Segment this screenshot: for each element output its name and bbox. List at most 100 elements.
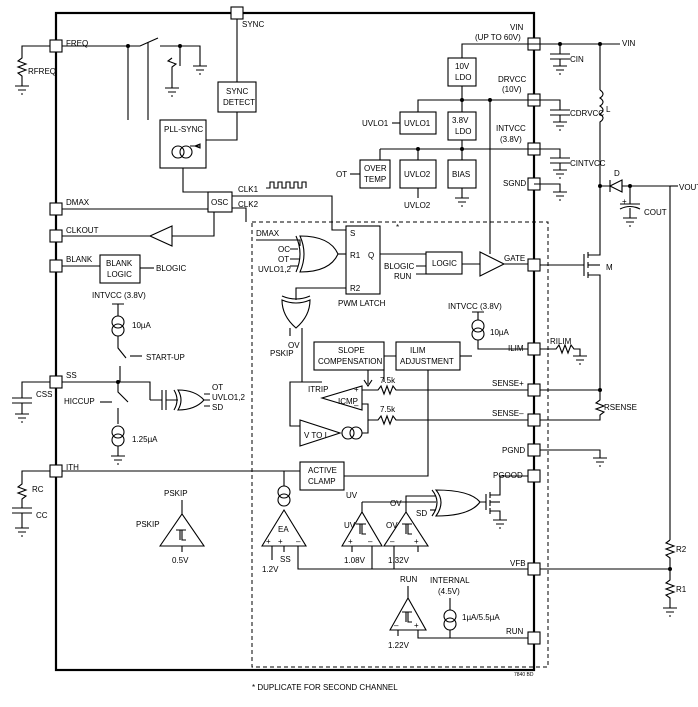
uv-comparator: UV UV + – 1.08V [341, 491, 436, 569]
pin-sense-plus: SENSE+ [492, 379, 541, 397]
vin-ext-label: VIN [622, 39, 636, 48]
ldo38-line2: LDO [455, 127, 471, 136]
pin-ith-label: ITH [66, 463, 79, 472]
pin-pgnd-label: PGND [502, 446, 525, 455]
pskip-comparator: PSKIP PSKIP 0.5V [136, 489, 206, 565]
run-plus: + [414, 621, 419, 630]
pin-vfb: VFB [510, 559, 541, 576]
pin-sgnd-label: SGND [503, 179, 526, 188]
ilim-adj-line1: ILIM [410, 346, 426, 355]
r1-label: R1 [676, 585, 687, 594]
active-clamp-line1: ACTIVE [308, 466, 337, 475]
sd2-label: SD [416, 509, 427, 518]
ilim-network: INTVCC (3.8V) 10µA RILIM ILIM ADJUSTMENT [383, 302, 587, 382]
ea-plus2: + [278, 537, 283, 546]
latch-r1: R1 [350, 251, 361, 260]
i10ua-label: 10µA [132, 321, 152, 330]
v132-label: 1.32V [388, 556, 410, 565]
uv-plus: + [348, 537, 353, 546]
i1ua-label: 1µA/5.5µA [462, 613, 500, 622]
pin-ss: SS [49, 371, 77, 389]
intvcc-ilim-label: INTVCC (3.8V) [448, 302, 502, 311]
ss-ot-label: OT [212, 383, 223, 392]
i10ua-2-label: 10µA [490, 328, 510, 337]
cout-label: COUT [644, 208, 667, 217]
pwm-section: DMAX OC OT UVLO1,2 S R1 Q R2 PWM LATCH L… [256, 225, 528, 383]
internal-label: INTERNAL [430, 576, 470, 585]
ov-plus: + [414, 537, 419, 546]
pin-freq-label: FREQ [66, 39, 88, 48]
ot-label: OT [336, 170, 347, 179]
icmp-comparator: ITRIP ICMP + – 7.5k 7.5k RSENSE [308, 376, 637, 467]
rfreq-label: RFREQ [28, 67, 56, 76]
active-clamp-line2: CLAMP [308, 477, 336, 486]
rilim-label: RILIM [550, 337, 572, 346]
pin-run-label: RUN [506, 627, 524, 636]
sync-detect-line2: DETECT [223, 98, 255, 107]
pin-intvcc-sub: (3.8V) [500, 135, 522, 144]
uvlo1-in-label: UVLO1 [362, 119, 389, 128]
or-pskip-label: PSKIP [270, 349, 294, 358]
pin-clkout-label: CLKOUT [66, 226, 99, 235]
r75k-2-label: 7.5k [380, 405, 396, 414]
blank-logic-block: BLANK LOGIC BLOGIC [62, 254, 186, 284]
pll-sync-block: PLL-SYNC [159, 119, 208, 193]
pskip-cmp-label: PSKIP [164, 489, 188, 498]
slope-comp: SLOPE COMPENSATION [313, 341, 385, 387]
ss-uvlo-label: UVLO1,2 [212, 393, 245, 402]
sync-detect-line1: SYNC [226, 87, 248, 96]
slope-comp-line1: SLOPE [338, 346, 365, 355]
rc-label: RC [32, 485, 44, 494]
power-section: VIN CIN L CDRVCC CINTVCC D VOUT + COUT [534, 39, 698, 540]
footnote: * DUPLICATE FOR SECOND CHANNEL [252, 683, 398, 692]
ic-outline [54, 11, 536, 672]
pin-vin-label: VIN [510, 23, 524, 32]
uvlo2-below-label: UVLO2 [404, 201, 431, 210]
ea-plus1: + [266, 537, 271, 546]
pin-drvcc-label: DRVCC [498, 75, 527, 84]
pgood-logic: SD [416, 475, 528, 529]
sync-detect-block: SYNC DETECT [206, 19, 257, 141]
pin-vin-sub: (UP TO 60V) [475, 33, 521, 42]
v108-label: 1.08V [344, 556, 366, 565]
mosfet-m: M [540, 186, 613, 390]
pin-vfb-label: VFB [510, 559, 526, 568]
pin-vin: VIN (UP TO 60V) [475, 23, 541, 51]
pin-gate-label: GATE [504, 254, 525, 263]
run-comparator: RUN – + 1.22V INTERNAL (4.5V) 1µA/5.5µA [388, 575, 528, 650]
pin-sense-plus-label: SENSE+ [492, 379, 524, 388]
pin-intvcc-label: INTVCC [496, 124, 526, 133]
active-clamp: ACTIVE CLAMP [299, 370, 429, 491]
i125ua-label: 1.25µA [132, 435, 158, 444]
channel-star: * [396, 223, 399, 232]
vout-label: VOUT [679, 183, 698, 192]
uv-minus: – [368, 537, 373, 546]
pin-ith: ITH [49, 463, 79, 478]
ldo38-line1: 3.8V [452, 116, 469, 125]
intvcc-38-label: INTVCC (3.8V) [92, 291, 146, 300]
blank-logic-line2: LOGIC [107, 270, 132, 279]
latch-r2: R2 [350, 284, 361, 293]
icmp-minus: – [354, 401, 359, 410]
dmax-in-label: DMAX [256, 229, 280, 238]
ea-ss-label: SS [280, 555, 291, 564]
pin-sense-minus: SENSE– [492, 409, 541, 427]
cdrvcc-label: CDRVCC [570, 109, 604, 118]
or-ov-label: OV [288, 341, 300, 350]
uvlo2-label: UVLO2 [404, 170, 431, 179]
icmp-label: ICMP [338, 397, 358, 406]
internal-v-label: (4.5V) [438, 587, 460, 596]
v12-label: 1.2V [262, 565, 279, 574]
start-up-label: START-UP [146, 353, 185, 362]
slope-comp-line2: COMPENSATION [318, 357, 383, 366]
logic-label: LOGIC [432, 259, 457, 268]
blogic-out-label: BLOGIC [156, 264, 186, 273]
uv-label: UV [344, 521, 356, 530]
ss-network: INTVCC (3.8V) 10µA START-UP HICCUP OT UV… [12, 291, 245, 465]
itrip-label: ITRIP [308, 385, 328, 394]
pin-sense-minus-label: SENSE– [492, 409, 524, 418]
pin-blank-label: BLANK [66, 255, 93, 264]
ov-top-label: OV [390, 499, 402, 508]
pll-sync-label: PLL-SYNC [164, 125, 203, 134]
